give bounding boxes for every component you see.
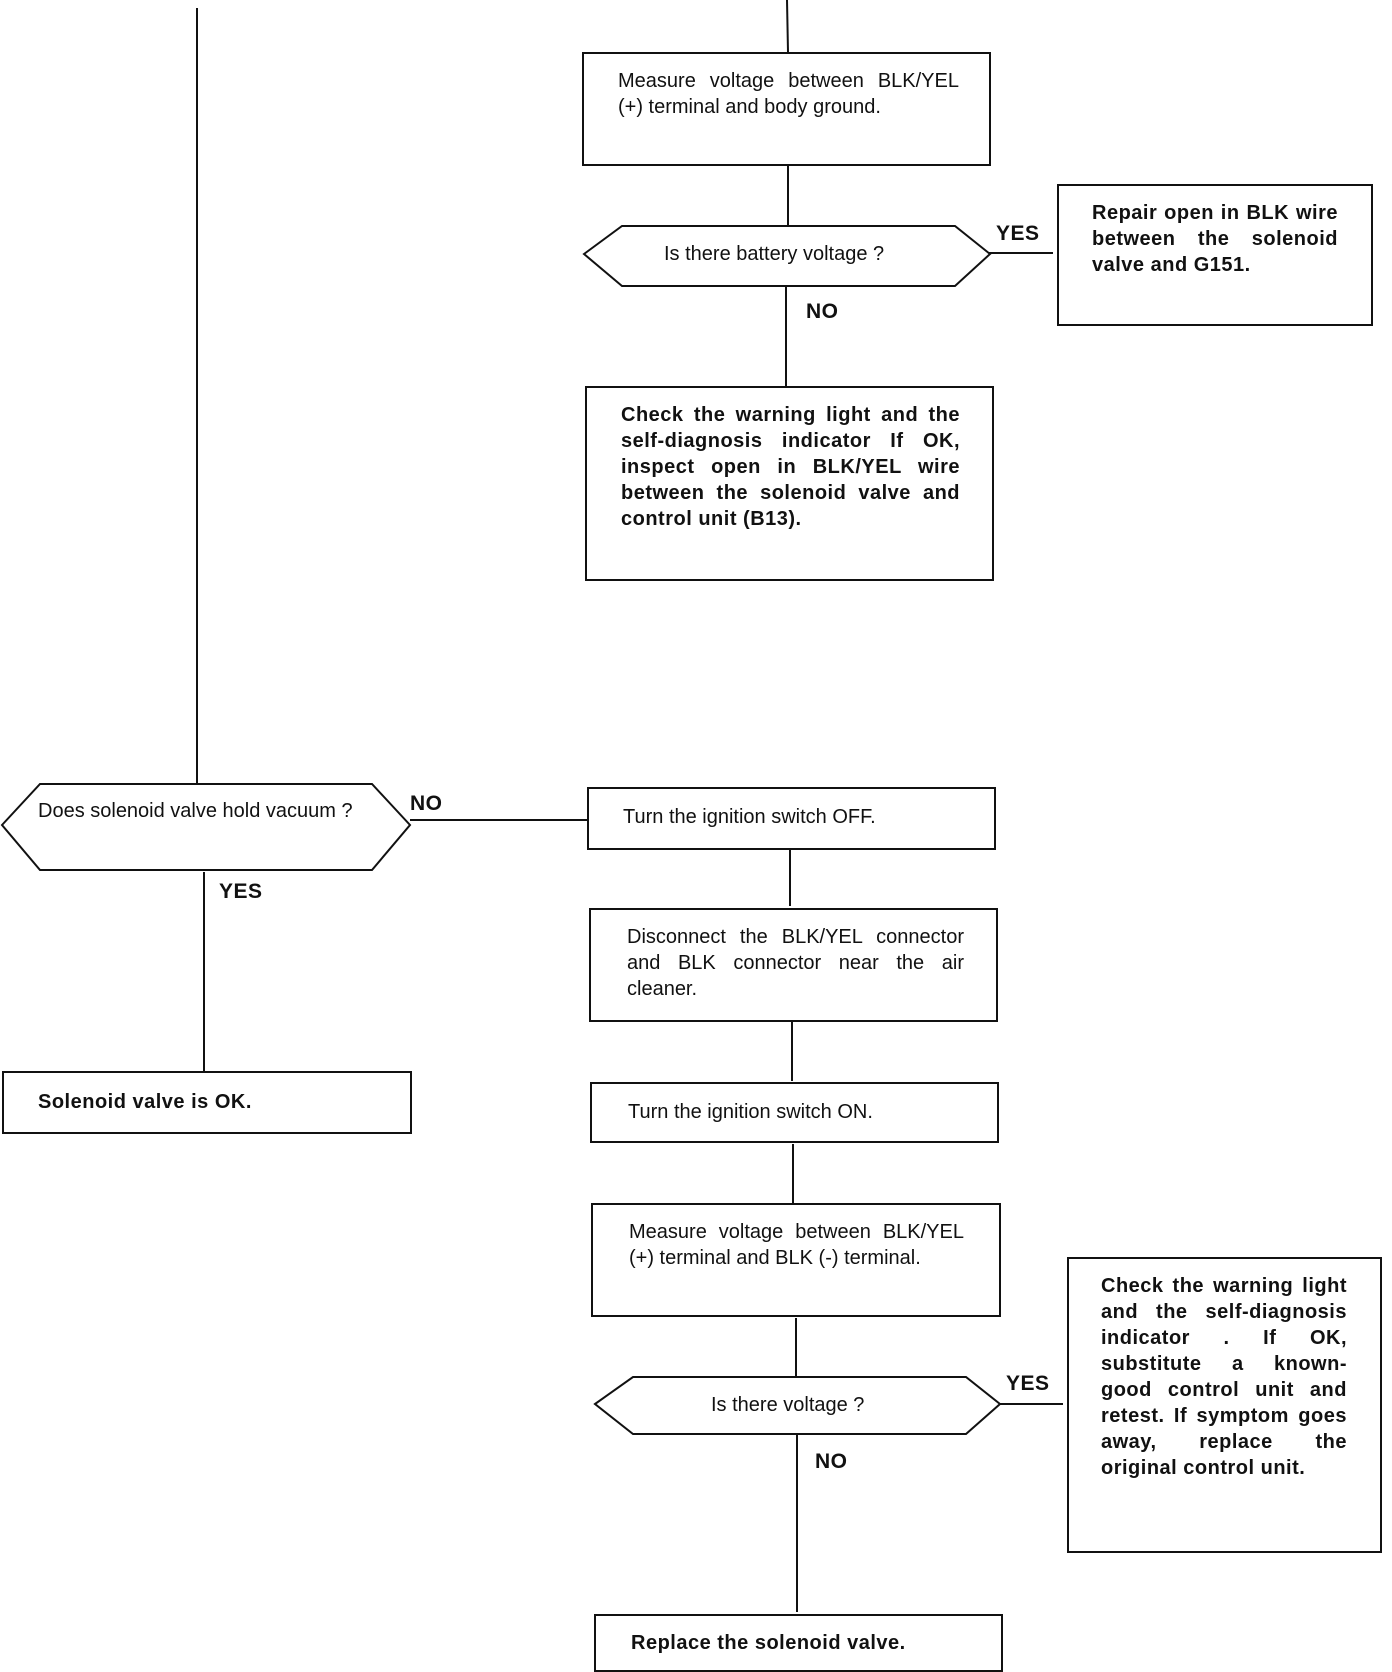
label-yes-vacuum: YES [219,880,263,903]
decision-hold-vacuum-shape [0,783,412,871]
step-repair-open-blk: Repair open in BLK wire between the sole… [1057,184,1373,326]
decision-hold-vacuum: Does solenoid valve hold vacuum ? [38,800,353,822]
step-ignition-on-text: Turn the ignition switch ON. [628,1101,873,1123]
decision-voltage: Is there voltage ? [711,1394,865,1416]
step-replace-valve-text: Replace the solenoid valve. [631,1632,906,1654]
step-check-warning-light: Check the warning light and the self-dia… [585,386,994,581]
step-disconnect-connectors-text: Disconnect the BLK/YEL connector and BLK… [627,926,964,1000]
step-measure-blk-text: Measure voltage between BLK/YEL (+) term… [629,1221,964,1269]
label-no-vacuum: NO [410,792,443,815]
step-ignition-on: Turn the ignition switch ON. [590,1082,999,1143]
step-measure-body-ground-text: Measure voltage between BLK/YEL (+) term… [618,70,959,118]
step-measure-body-ground: Measure voltage between BLK/YEL (+) term… [582,52,991,166]
step-check-warning-substitute: Check the warning light and the self-dia… [1067,1257,1382,1553]
step-ignition-off-text: Turn the ignition switch OFF. [623,806,876,828]
label-yes-battery: YES [996,222,1040,245]
step-valve-ok: Solenoid valve is OK. [2,1071,412,1134]
step-valve-ok-text: Solenoid valve is OK. [38,1091,252,1113]
step-check-warning-substitute-text: Check the warning light and the self-dia… [1101,1275,1347,1479]
step-check-warning-light-text: Check the warning light and the self-dia… [621,404,960,530]
label-yes-voltage: YES [1006,1372,1050,1395]
decision-battery-voltage-shape [582,225,992,287]
step-disconnect-connectors: Disconnect the BLK/YEL connector and BLK… [589,908,998,1022]
decision-battery-voltage: Is there battery voltage ? [664,243,885,265]
step-replace-valve: Replace the solenoid valve. [594,1614,1003,1672]
label-no-voltage: NO [815,1450,848,1473]
connector-line [786,0,789,53]
step-measure-blk: Measure voltage between BLK/YEL (+) term… [591,1203,1001,1317]
step-ignition-off: Turn the ignition switch OFF. [587,787,996,850]
decision-voltage-shape [593,1376,1002,1435]
step-repair-open-blk-text: Repair open in BLK wire between the sole… [1092,202,1338,276]
label-no-battery: NO [806,300,839,323]
